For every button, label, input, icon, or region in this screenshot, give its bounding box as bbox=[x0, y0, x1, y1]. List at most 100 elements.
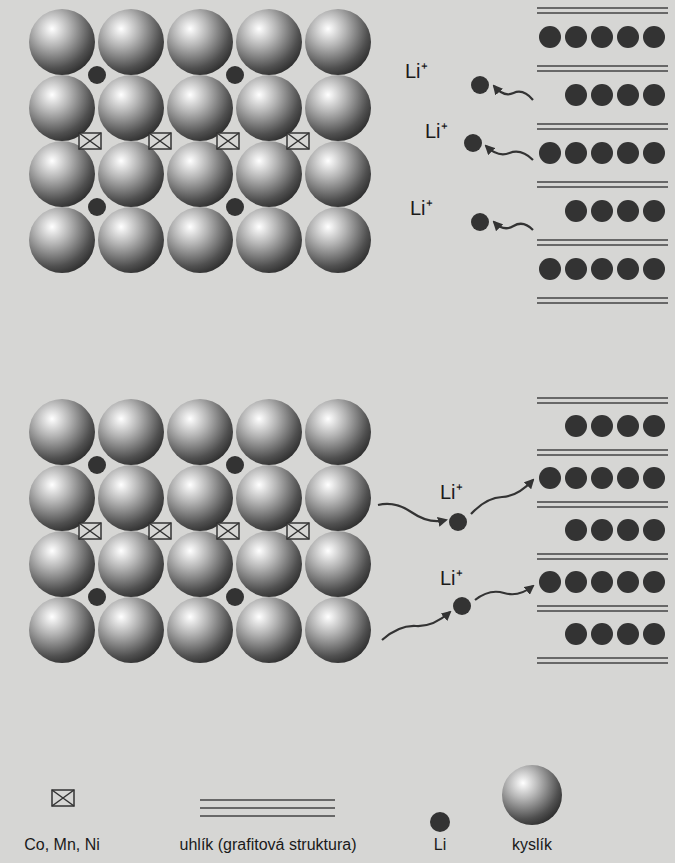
oxygen-sphere bbox=[29, 141, 95, 207]
oxygen-sphere bbox=[98, 531, 164, 597]
ion-flow-arrow bbox=[378, 504, 446, 521]
graphite-layer bbox=[537, 124, 668, 129]
metal-site bbox=[287, 523, 309, 539]
oxygen-sphere bbox=[236, 597, 302, 663]
lithium-dot bbox=[591, 258, 613, 280]
oxygen-sphere bbox=[98, 597, 164, 663]
lithium-dot bbox=[643, 415, 665, 437]
graphite-layer bbox=[537, 298, 668, 303]
metal-site-cross bbox=[217, 133, 239, 149]
oxygen-sphere bbox=[236, 75, 302, 141]
lithium-dot bbox=[617, 467, 639, 489]
lithium-dot bbox=[226, 456, 244, 474]
lithium-dot bbox=[617, 571, 639, 593]
ion-flow-arrow bbox=[382, 612, 450, 640]
oxygen-sphere bbox=[167, 75, 233, 141]
lithium-dot bbox=[591, 142, 613, 164]
lithium-dot bbox=[565, 258, 587, 280]
lithium-dot bbox=[617, 142, 639, 164]
oxygen-sphere bbox=[29, 207, 95, 273]
lithium-dot bbox=[565, 415, 587, 437]
metal-site bbox=[79, 523, 101, 539]
metal-site-cross bbox=[287, 523, 309, 539]
lithium-dot bbox=[539, 258, 561, 280]
lithium-dot bbox=[617, 84, 639, 106]
oxygen-sphere bbox=[236, 399, 302, 465]
lithium-ion bbox=[471, 213, 489, 231]
oxygen-sphere bbox=[305, 9, 371, 75]
lithium-dot bbox=[591, 467, 613, 489]
metal-site-cross bbox=[79, 133, 101, 149]
ion-flow-arrow bbox=[471, 480, 533, 514]
legend-text: uhlík (grafitová struktura) bbox=[180, 836, 357, 854]
oxygen-sphere bbox=[98, 207, 164, 273]
graphite-layer bbox=[537, 240, 668, 245]
graphite-layer bbox=[537, 502, 668, 507]
lithium-dot bbox=[565, 84, 587, 106]
lithium-dot bbox=[539, 467, 561, 489]
lithium-ion bbox=[449, 513, 467, 531]
oxygen-sphere bbox=[29, 465, 95, 531]
lithium-dot bbox=[565, 200, 587, 222]
ion-flow-arrow bbox=[486, 146, 533, 160]
lithium-dot bbox=[539, 26, 561, 48]
metal-site-cross bbox=[79, 523, 101, 539]
lithium-dot bbox=[88, 588, 106, 606]
legend-text: Co, Mn, Ni bbox=[24, 836, 100, 854]
oxygen-sphere bbox=[98, 465, 164, 531]
lithium-dot bbox=[643, 258, 665, 280]
metal-site bbox=[149, 523, 171, 539]
ion-label: Li⁺ bbox=[425, 117, 448, 144]
lithium-dot bbox=[591, 571, 613, 593]
ion-label: Li⁺ bbox=[440, 478, 463, 505]
metal-site-cross bbox=[149, 523, 171, 539]
oxygen-sphere bbox=[98, 141, 164, 207]
oxygen-sphere bbox=[29, 399, 95, 465]
graphite-layer bbox=[537, 450, 668, 455]
lithium-dot bbox=[88, 198, 106, 216]
oxygen-sphere bbox=[305, 75, 371, 141]
lithium-dot bbox=[539, 142, 561, 164]
metal-site bbox=[287, 133, 309, 149]
ion-flow-arrow bbox=[494, 86, 533, 100]
metal-site bbox=[149, 133, 171, 149]
metal-site bbox=[79, 133, 101, 149]
ion-label: Li⁺ bbox=[410, 194, 433, 221]
lithium-dot bbox=[591, 84, 613, 106]
ion-flow-arrow bbox=[494, 222, 533, 230]
oxygen-sphere bbox=[236, 207, 302, 273]
lithium-dot bbox=[643, 200, 665, 222]
graphite-layer bbox=[537, 182, 668, 187]
ion-label: Li⁺ bbox=[440, 564, 463, 591]
lithium-dot bbox=[565, 26, 587, 48]
lithium-dot bbox=[539, 571, 561, 593]
lithium-ion bbox=[453, 597, 471, 615]
legend-symbols bbox=[52, 765, 562, 832]
lithium-ion bbox=[464, 134, 482, 152]
cathode-lattice bbox=[29, 9, 371, 663]
oxygen-sphere bbox=[167, 531, 233, 597]
oxygen-sphere bbox=[29, 75, 95, 141]
lithium-dot bbox=[617, 623, 639, 645]
metal-site-cross bbox=[149, 133, 171, 149]
lithium-dot bbox=[565, 571, 587, 593]
oxygen-sphere bbox=[167, 207, 233, 273]
metal-site bbox=[217, 133, 239, 149]
oxygen-sphere bbox=[236, 141, 302, 207]
lithium-dot bbox=[88, 66, 106, 84]
lithium-dot bbox=[565, 623, 587, 645]
metal-site-cross bbox=[287, 133, 309, 149]
oxygen-sphere bbox=[29, 531, 95, 597]
oxygen-sphere bbox=[167, 399, 233, 465]
oxygen-sphere bbox=[167, 597, 233, 663]
lithium-dot bbox=[617, 26, 639, 48]
lithium-dot bbox=[591, 519, 613, 541]
lithium-dot bbox=[565, 519, 587, 541]
ion-label: Li⁺ bbox=[405, 57, 428, 84]
oxygen-sphere bbox=[305, 465, 371, 531]
graphite-anode bbox=[537, 8, 668, 663]
oxygen-sphere bbox=[98, 399, 164, 465]
lithium-ions bbox=[378, 76, 533, 640]
oxygen-sphere bbox=[236, 465, 302, 531]
